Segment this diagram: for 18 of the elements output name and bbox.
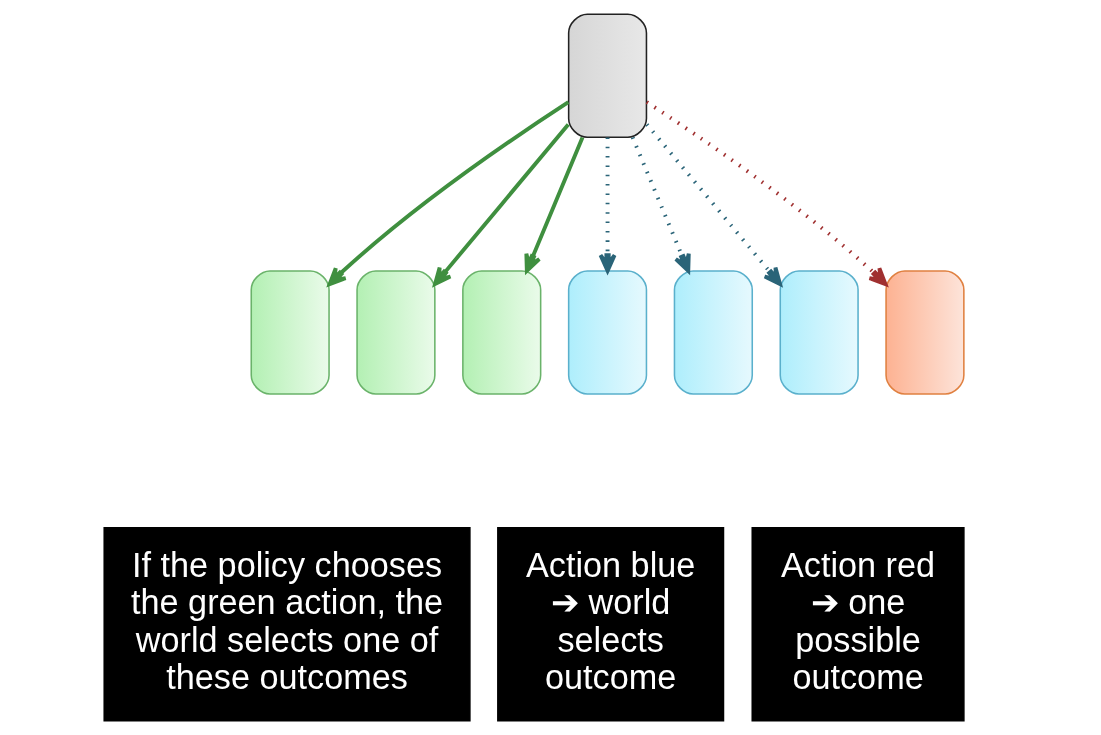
- node-box: Action red ➔ one possible outcome: [751, 527, 965, 722]
- arrow: [645, 100, 887, 287]
- node-box: [250, 270, 330, 395]
- arrow: [432, 123, 570, 287]
- node-box: [567, 270, 647, 395]
- node-box: Action blue ➔ world selects outcome: [496, 527, 724, 722]
- node-box: [884, 270, 965, 395]
- node-box: [779, 270, 859, 395]
- arrow: [598, 137, 616, 273]
- node-box: [461, 270, 541, 395]
- arrow: [644, 123, 782, 287]
- arrow: [327, 100, 569, 287]
- node-box: [673, 270, 753, 395]
- arrow: [630, 136, 691, 273]
- arrow: [523, 136, 584, 273]
- node-box: [355, 270, 436, 395]
- node-box: [567, 13, 647, 138]
- node-box: If the policy chooses the green action, the world selects one of these outcomes: [102, 527, 471, 722]
